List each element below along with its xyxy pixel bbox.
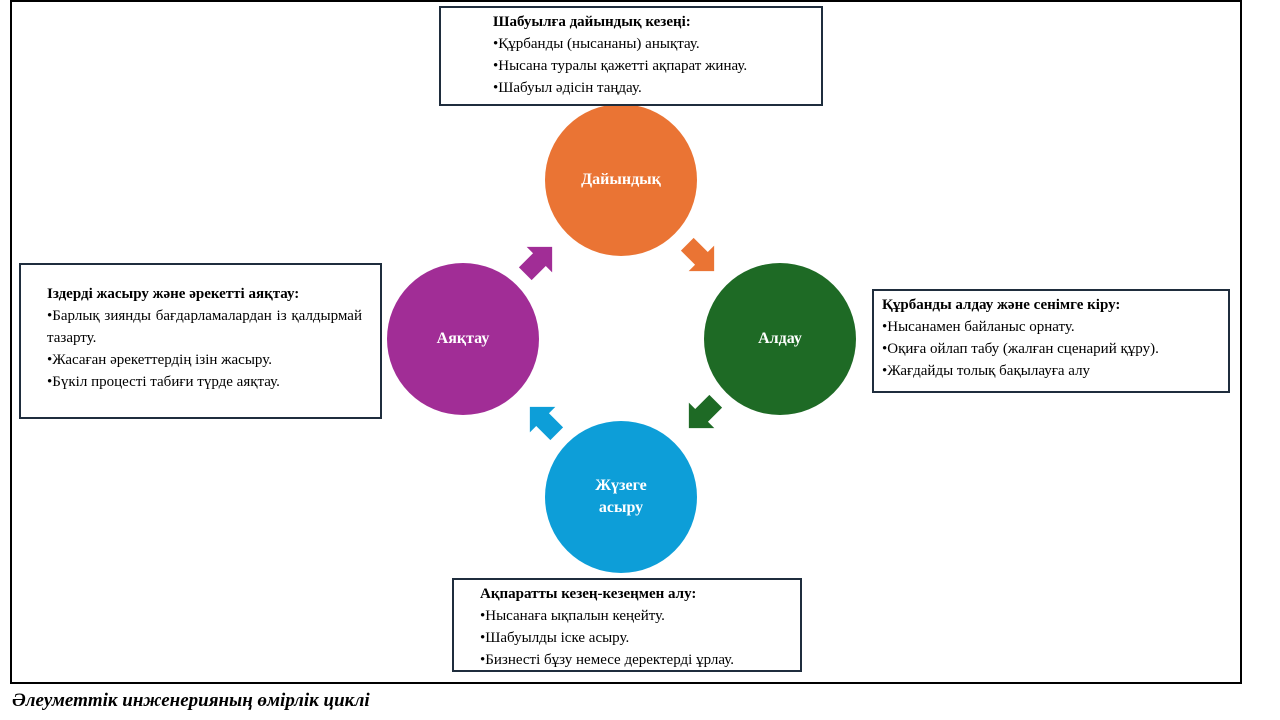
arrow-execute-to-finish — [529, 406, 564, 441]
stage-label-execute: Жүзеге асыру — [595, 477, 647, 516]
arrow-finish-to-prep — [518, 246, 553, 281]
stage-label-deceive: Алдау — [758, 330, 802, 347]
circle-prep — [545, 104, 697, 256]
list-item: Барлық зиянды бағдарламалардан із қалдыр… — [47, 305, 362, 349]
frame-top-border — [10, 0, 1242, 2]
list-item: Нысанаға ықпалын кеңейту. — [480, 605, 792, 627]
arrow-prep-to-deceive — [680, 237, 715, 272]
box-deceive-title: Құрбанды алдау және сенімге кіру: — [882, 297, 1121, 313]
list-item: Нысана туралы қажетті ақпарат жинау. — [493, 55, 813, 77]
stage-label-prep: Дайындық — [581, 171, 661, 188]
list-item: Оқиға ойлап табу (жалған сценарий құру). — [882, 338, 1220, 360]
box-execute-title: Ақпаратты кезең-кезеңмен алу: — [480, 586, 697, 602]
box-finish-title: Іздерді жасыру және әрекетті аяқтау: — [47, 286, 300, 302]
list-item: Нысанамен байланыс орнату. — [882, 316, 1220, 338]
box-execute: Ақпаратты кезең-кезеңмен алу: Нысанаға ы… — [452, 578, 802, 672]
box-prep: Шабуылға дайындық кезеңі: Құрбанды (ныса… — [439, 6, 823, 106]
box-prep-title: Шабуылға дайындық кезеңі: — [493, 14, 691, 30]
diagram-frame — [10, 0, 1242, 684]
list-item: Бизнесті бұзу немесе деректерді ұрлау. — [480, 649, 792, 671]
figure-caption: Әлеуметтік инженерияның өмірлік циклі — [12, 690, 370, 711]
list-item: Бүкіл процесті табиғи түрде аяқтау. — [47, 371, 362, 393]
circle-deceive — [704, 263, 856, 415]
box-finish: Іздерді жасыру және әрекетті аяқтау: Бар… — [19, 263, 382, 419]
circle-finish — [387, 263, 539, 415]
list-item: Шабуылды іске асыру. — [480, 627, 792, 649]
circle-execute — [545, 421, 697, 573]
arrow-deceive-to-execute — [688, 394, 723, 429]
stage-label-finish: Аяқтау — [436, 330, 490, 347]
list-item: Жасаған әрекеттердің ізін жасыру. — [47, 349, 362, 371]
list-item: Құрбанды (нысананы) анықтау. — [493, 33, 813, 55]
box-deceive: Құрбанды алдау және сенімге кіру: Нысана… — [872, 289, 1230, 393]
list-item: Шабуыл әдісін таңдау. — [493, 77, 813, 99]
list-item: Жағдайды толық бақылауға алу — [882, 360, 1220, 382]
